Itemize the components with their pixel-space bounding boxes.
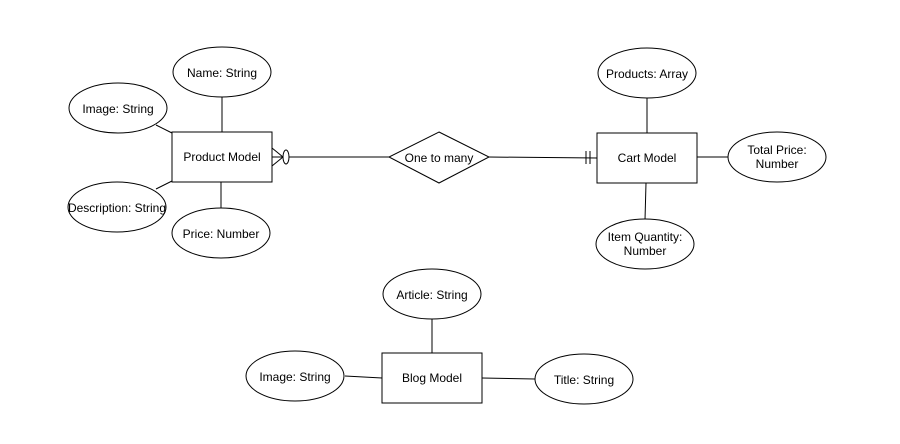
attribute-product-description-label: Description: String [68, 201, 166, 215]
attribute-product-name-label: Name: String [187, 66, 257, 80]
connector-blog-image [344, 375, 383, 379]
connector-blog-title [481, 377, 536, 380]
entity-blog-model-label: Blog Model [402, 371, 462, 385]
attribute-product-description[interactable]: Description: String [67, 181, 167, 233]
attribute-cart-item-quantity[interactable]: Item Quantity: Number [595, 218, 695, 270]
cardinality-many-marker [271, 147, 290, 167]
connector-cart-item-quantity [644, 182, 647, 221]
attribute-cart-products-label: Products: Array [606, 67, 688, 81]
attribute-cart-total-price-label-line2: Number [756, 157, 799, 171]
attribute-product-name[interactable]: Name: String [172, 46, 272, 98]
attribute-product-price[interactable]: Price: Number [171, 207, 271, 259]
attribute-cart-item-quantity-label-line1: Item Quantity: [608, 230, 683, 244]
attribute-cart-total-price-label-line1: Total Price: [747, 143, 806, 157]
relationship-line-cart-side [487, 156, 598, 159]
attribute-blog-image-label: Image: String [259, 370, 330, 384]
attribute-cart-item-quantity-label-line2: Number [624, 244, 667, 258]
relationship-one-to-many[interactable]: One to many [387, 131, 491, 184]
connector-product-image [155, 124, 173, 134]
relationship-one-to-many-label: One to many [405, 151, 474, 165]
attribute-product-image-label: Image: String [82, 102, 153, 116]
attribute-blog-title-label: Title: String [554, 373, 614, 387]
attribute-blog-article[interactable]: Article: String [382, 268, 482, 320]
cardinality-one-marker [585, 151, 591, 164]
entity-product-model-label: Product Model [183, 150, 260, 164]
connector-product-description [155, 180, 173, 190]
attribute-blog-article-label: Article: String [396, 288, 467, 302]
entity-cart-model-label: Cart Model [618, 151, 677, 165]
entity-blog-model[interactable]: Blog Model [381, 352, 483, 404]
attribute-product-image[interactable]: Image: String [68, 82, 168, 134]
attribute-blog-title[interactable]: Title: String [534, 353, 634, 405]
attribute-cart-total-price[interactable]: Total Price: Number [727, 131, 827, 183]
attribute-cart-products[interactable]: Products: Array [597, 47, 697, 99]
entity-cart-model[interactable]: Cart Model [596, 132, 698, 184]
entity-product-model[interactable]: Product Model [171, 131, 273, 183]
attribute-blog-image[interactable]: Image: String [245, 350, 345, 402]
attribute-product-price-label: Price: Number [183, 227, 260, 241]
